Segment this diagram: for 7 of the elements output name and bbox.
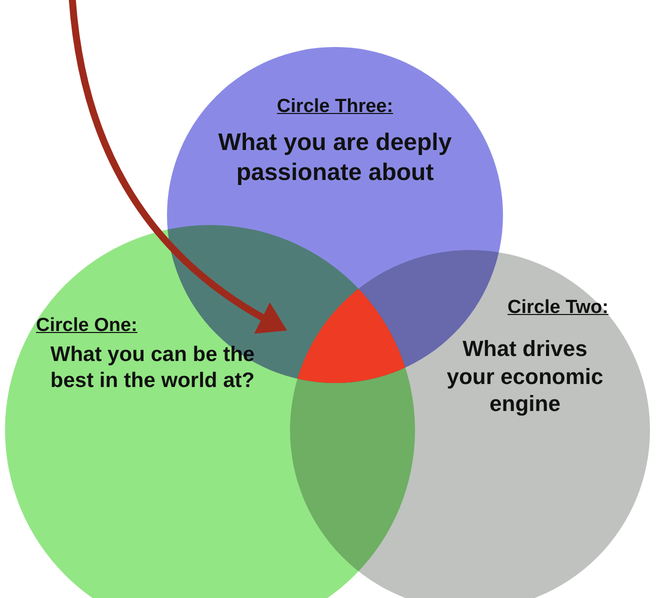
circle-text: What drives your economic engine bbox=[446, 335, 604, 418]
arrow bbox=[68, 0, 287, 333]
circle-heading: Circle One: bbox=[36, 314, 138, 338]
circle-heading: Circle Three: bbox=[276, 95, 394, 119]
circle-heading: Circle Two: bbox=[506, 296, 610, 320]
circle-text: What you are deeply passionate about bbox=[217, 128, 453, 188]
circle-text: What you can be the best in the world at? bbox=[49, 342, 256, 394]
